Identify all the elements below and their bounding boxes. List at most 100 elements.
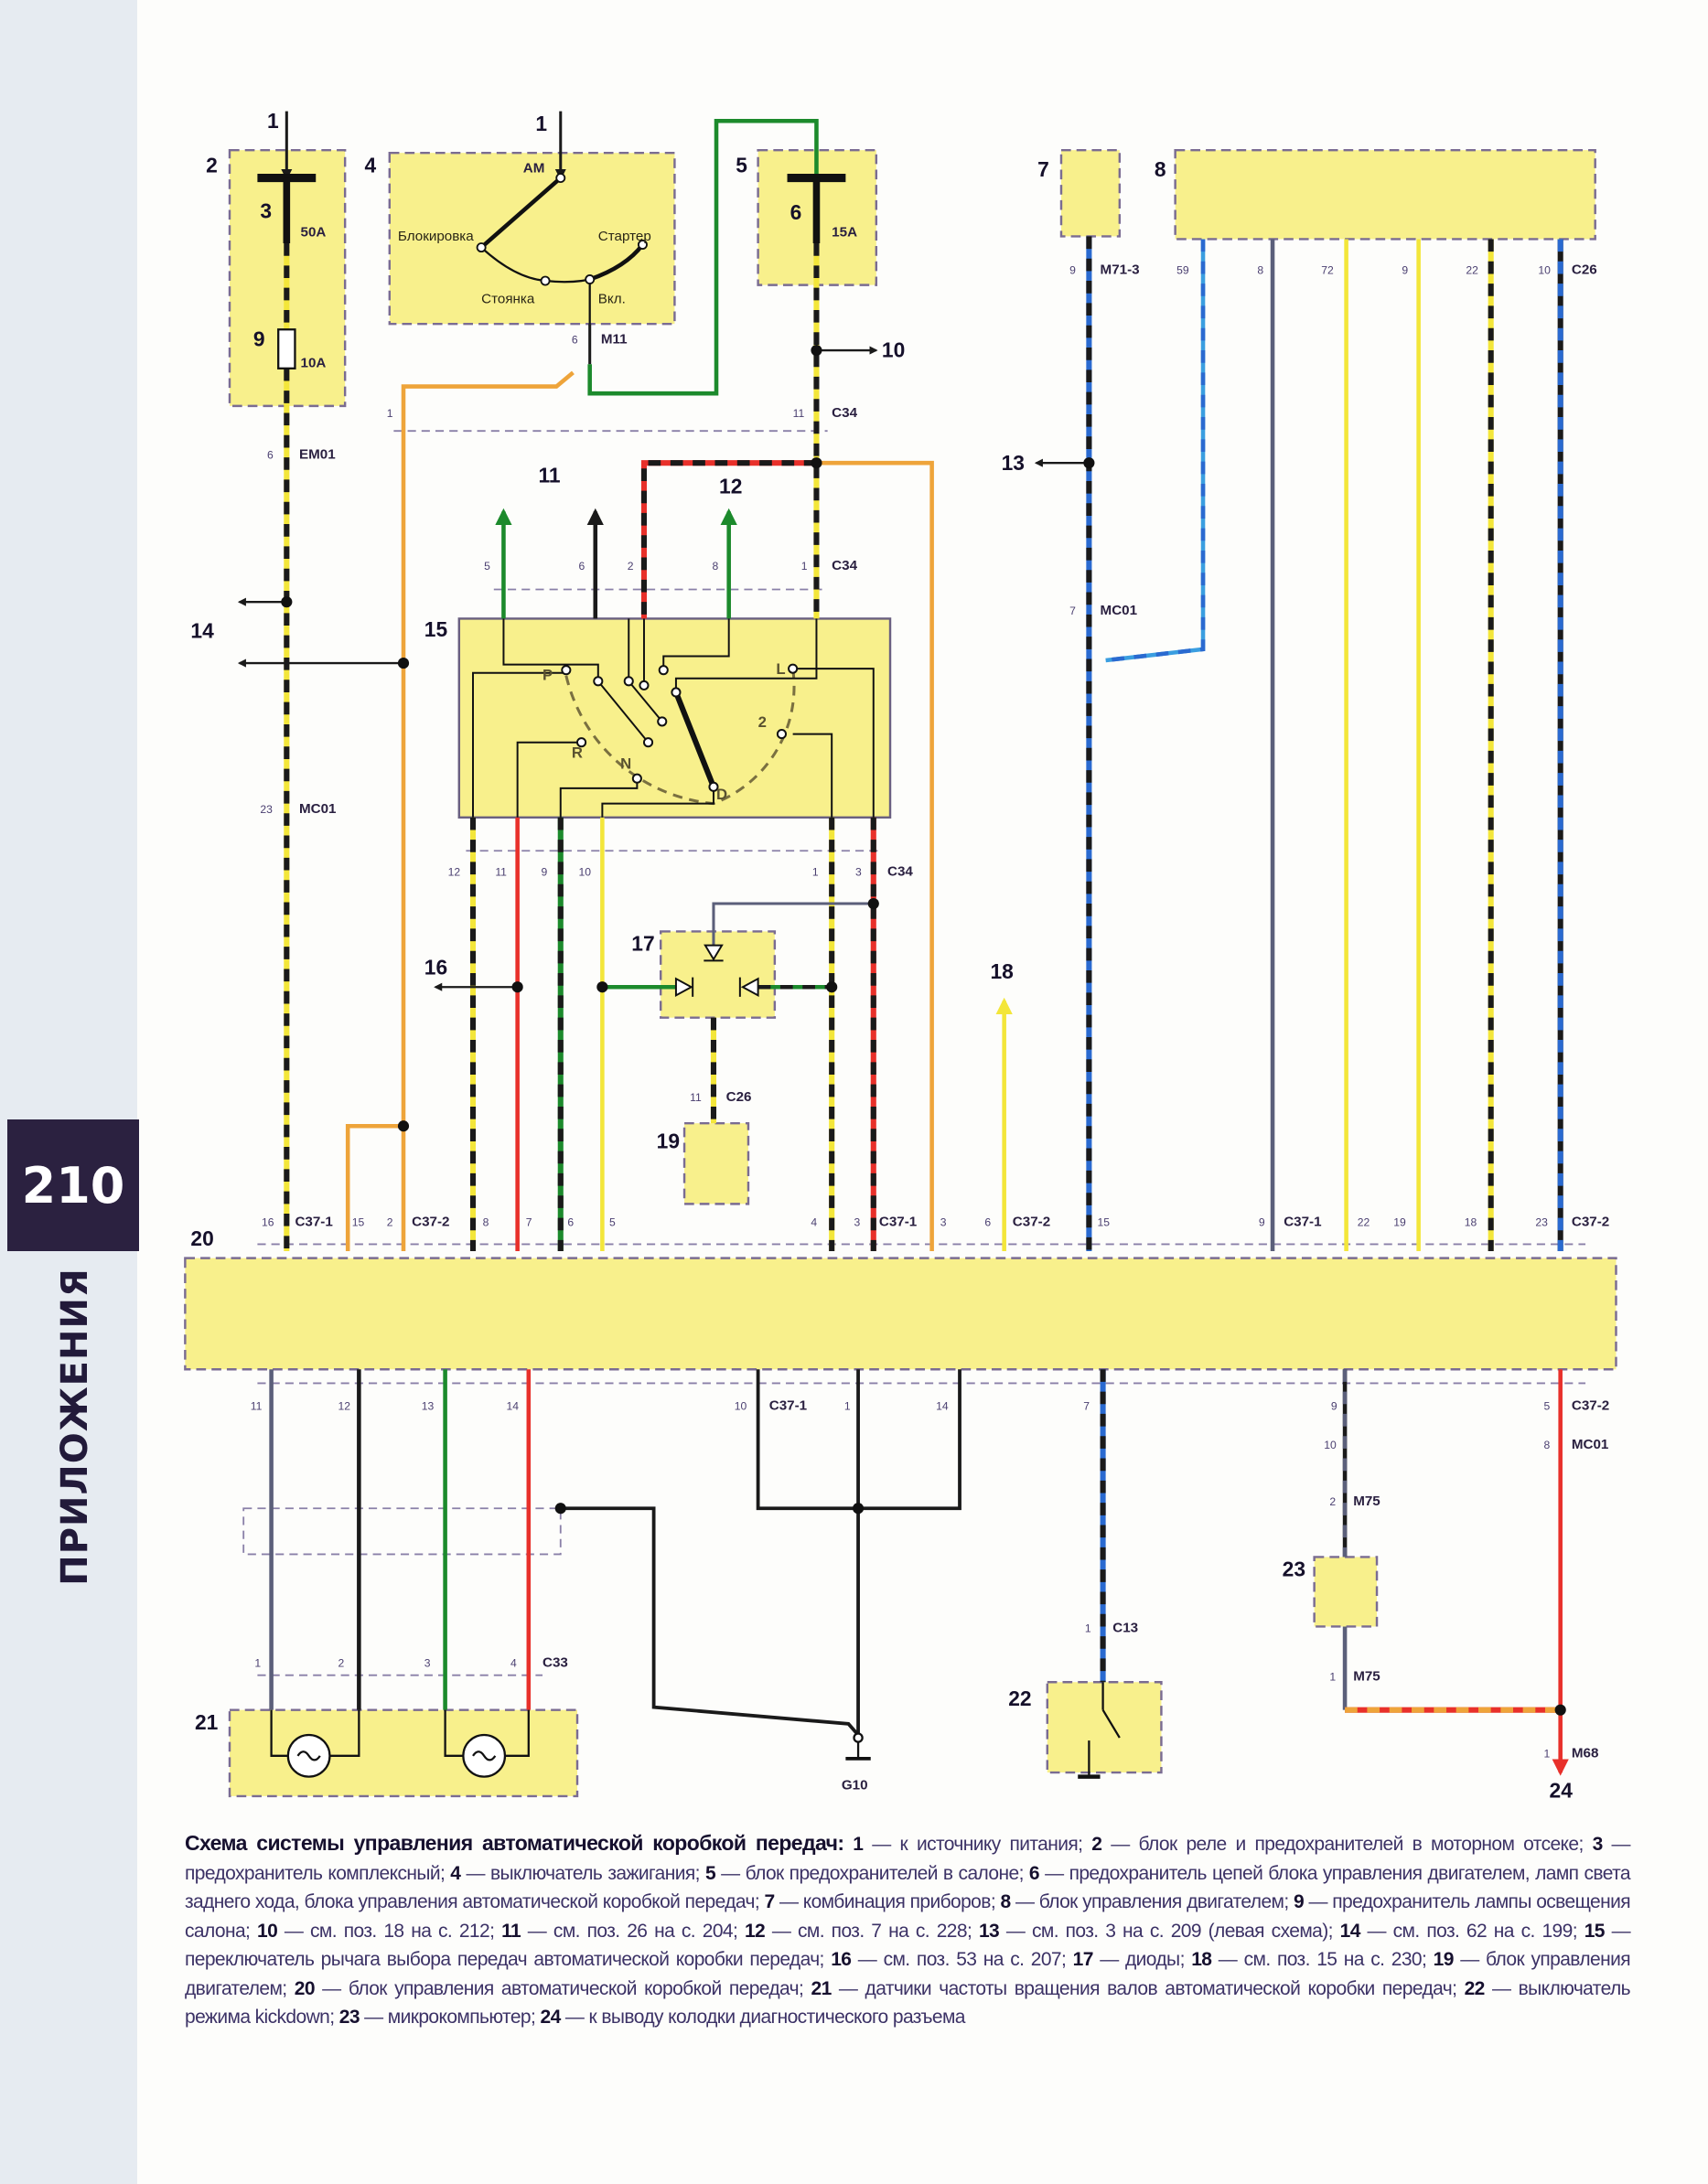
caption-item: 19 — блок управления двигателем; xyxy=(185,1949,1631,1999)
component-marker: 9 xyxy=(253,327,265,350)
caption-item-text: к источнику питания xyxy=(899,1834,1079,1855)
caption-item-number: 19 xyxy=(1433,1949,1455,1970)
caption-item-number: 5 xyxy=(704,1862,716,1884)
junction-dot xyxy=(867,897,879,910)
pin-number: 14 xyxy=(506,1399,519,1412)
pin-number: 1 xyxy=(1329,1671,1336,1684)
connector-label: C37-2 xyxy=(412,1215,449,1230)
caption-item-number: 2 xyxy=(1091,1834,1102,1855)
pin-number: 11 xyxy=(495,866,507,879)
diodes-17 xyxy=(659,930,777,1019)
kickdown-switch-icon xyxy=(1078,1682,1121,1779)
junction-dot xyxy=(397,1120,410,1132)
caption-item: 2 — блок реле и предохранителей в моторн… xyxy=(1091,1834,1584,1855)
caption-item-number: 9 xyxy=(1294,1891,1305,1912)
pin-number: 3 xyxy=(424,1657,431,1670)
caption-item-text: см. поз. 62 на с. 199 xyxy=(1392,1920,1574,1942)
selector-switch-contacts xyxy=(472,618,875,818)
figure-caption: Схема системы управления автоматической … xyxy=(185,1829,1631,2032)
selector-switch-15 xyxy=(457,617,892,819)
caption-item-number: 24 xyxy=(540,2007,561,2028)
connector-label: C37-1 xyxy=(1284,1215,1322,1230)
pin-number: 2 xyxy=(1329,1495,1336,1508)
position-label: P xyxy=(542,666,553,683)
pin-number: 18 xyxy=(1465,1216,1477,1229)
microcomputer-23 xyxy=(1313,1556,1379,1628)
component-marker: 6 xyxy=(790,200,802,224)
pin-number: 2 xyxy=(628,560,634,573)
speed-sensors-21 xyxy=(228,1708,579,1798)
pin-number: 8 xyxy=(1257,263,1263,276)
position-label: L xyxy=(776,660,785,678)
pin-number: 2 xyxy=(387,1216,393,1229)
pin-number: 11 xyxy=(251,1399,263,1412)
caption-item-number: 1 xyxy=(853,1834,864,1855)
caption-item-text: см. поз. 18 на с. 212 xyxy=(310,1920,490,1942)
component-marker: 15 xyxy=(424,617,448,641)
position-label: 2 xyxy=(758,713,767,731)
pin-number: 6 xyxy=(572,333,578,346)
pin-number: 5 xyxy=(609,1216,616,1229)
pin-number: 3 xyxy=(940,1216,947,1229)
connector-label: C33 xyxy=(542,1655,568,1671)
connector-label: C37-2 xyxy=(1572,1215,1609,1230)
caption-item: 13 — см. поз. 3 на с. 209 (левая схема); xyxy=(978,1920,1334,1942)
junctions xyxy=(281,344,1566,1716)
caption-item-number: 13 xyxy=(978,1920,1000,1942)
position-label: D xyxy=(716,786,727,803)
position-label: Вкл. xyxy=(598,291,626,306)
pin-number: 7 xyxy=(1083,1399,1090,1412)
caption-item-text: предохранитель цепей блока управления дв… xyxy=(185,1862,1631,1913)
component-marker: 13 xyxy=(1002,451,1025,475)
pin-number: 6 xyxy=(984,1216,991,1229)
wire xyxy=(345,1123,404,1252)
caption-item: 5 — блок предохранителей в салоне; xyxy=(704,1862,1025,1884)
component-marker: 2 xyxy=(206,153,218,177)
caption-item-number: 20 xyxy=(294,1977,316,1999)
component-marker: 4 xyxy=(364,153,376,177)
caption-item: 21 — датчики частоты вращения валов авто… xyxy=(811,1977,1457,1999)
caption-item-text: диоды xyxy=(1125,1949,1180,1970)
connector-label: 10А xyxy=(301,355,327,370)
caption-item-text: предохранитель комплексный xyxy=(185,1862,441,1884)
connector-label: EM01 xyxy=(299,447,336,463)
pin-number: 19 xyxy=(1393,1216,1406,1229)
diode-icon xyxy=(674,944,759,998)
junction-dot xyxy=(852,1503,865,1515)
connector-label: АМ xyxy=(523,160,545,176)
pin-number: 7 xyxy=(526,1216,532,1229)
pin-number: 1 xyxy=(387,407,393,420)
component-marker: 5 xyxy=(736,153,747,177)
connector-label: 50А xyxy=(301,224,327,240)
connector-label: M71-3 xyxy=(1101,262,1140,277)
caption-item-text: микрокомпьютер xyxy=(387,2007,532,2028)
caption-item-number: 15 xyxy=(1584,1920,1606,1942)
pin-number: 6 xyxy=(267,449,274,462)
connector-label: C13 xyxy=(1112,1621,1138,1636)
caption-title: Схема системы управления автоматической … xyxy=(185,1831,844,1855)
junction-dot xyxy=(397,657,410,669)
ignition-switch-contacts xyxy=(476,173,648,325)
junction-dot xyxy=(596,981,608,993)
caption-item: 6 — предохранитель цепей блока управлени… xyxy=(185,1862,1631,1913)
caption-item: 14 — см. поз. 62 на с. 199; xyxy=(1339,1920,1578,1942)
caption-item: 11 — см. поз. 26 на с. 204; xyxy=(501,1920,738,1942)
engine-ecu-8 xyxy=(1174,148,1596,241)
pin-number: 7 xyxy=(1069,605,1076,617)
caption-item-text: блок управления двигателем xyxy=(1038,1891,1284,1912)
caption-item-number: 10 xyxy=(257,1920,278,1942)
position-label: R xyxy=(572,744,583,761)
caption-item-text: блок предохранителей в салоне xyxy=(745,1862,1020,1884)
pin-number: 11 xyxy=(690,1091,702,1104)
transmission-ecu-20 xyxy=(184,1257,1617,1371)
pin-number: 9 xyxy=(1331,1399,1337,1412)
connector-label: C37-1 xyxy=(879,1215,918,1230)
component-marker: 10 xyxy=(882,338,905,362)
component-marker: 19 xyxy=(657,1129,680,1153)
pin-number: 9 xyxy=(541,866,547,879)
connector-label: C34 xyxy=(887,864,913,880)
kickdown-switch-22 xyxy=(1046,1681,1163,1774)
junction-dot xyxy=(811,457,822,469)
caption-item: 15 — переключатель рычага выбора передач… xyxy=(185,1920,1631,1971)
